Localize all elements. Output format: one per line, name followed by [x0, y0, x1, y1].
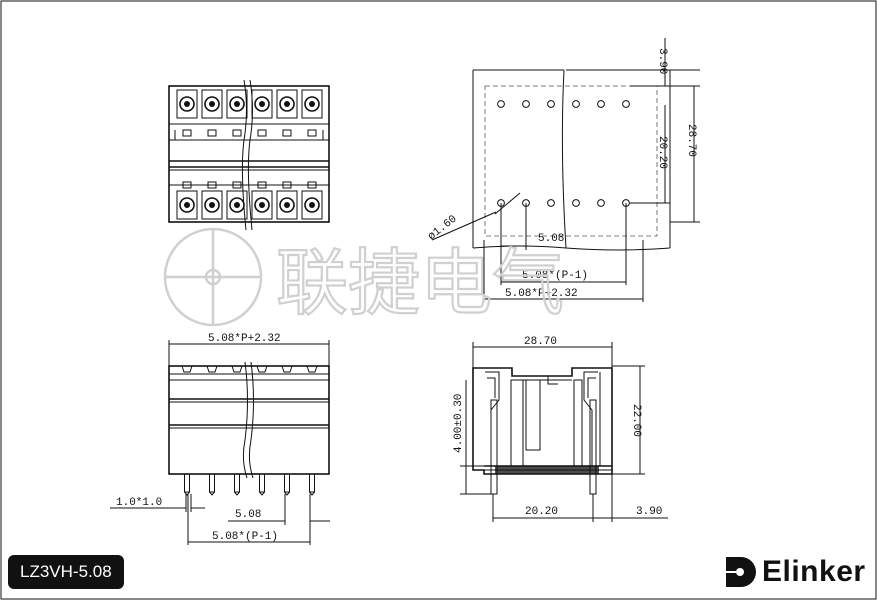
dim-side-offset: 3.90: [636, 506, 662, 518]
screw-housing: [276, 89, 298, 119]
dim-side-row: 20.20: [525, 506, 558, 518]
dim-pin-length: 4.00±0.30: [453, 394, 465, 453]
screw-slot: [234, 101, 240, 107]
screw-housing: [251, 190, 273, 220]
pcb-hole: [522, 100, 530, 108]
screw-head: [254, 197, 270, 213]
dim-pin-size: 1.0*1.0: [116, 497, 162, 509]
pin: [184, 473, 190, 493]
screw-housing: [226, 89, 248, 119]
pcb-hole: [572, 199, 580, 207]
screw-head: [279, 96, 295, 112]
terminal-screws: [176, 89, 323, 220]
front-pins: [184, 473, 315, 496]
dim-overall-height: 28.70: [685, 124, 697, 157]
screw-head: [204, 197, 220, 213]
screw-slot: [259, 101, 265, 107]
screw-housing: [201, 89, 223, 119]
dim-row-spacing: 20.20: [656, 136, 668, 169]
screw-head: [179, 197, 195, 213]
dim-pitch-span: 5.08*(P-1): [522, 270, 588, 282]
brand-name: Elinker: [762, 555, 866, 588]
watermark-text: 联捷电气: [276, 241, 564, 325]
brand-logo: Elinker: [724, 554, 866, 590]
screw-head: [304, 197, 320, 213]
break-line: [241, 79, 247, 231]
dim-top-height: 3.90: [656, 48, 668, 74]
dim-front-pitch-span: 5.08*(P-1): [212, 531, 278, 543]
screw-slot: [284, 202, 290, 208]
screw-housing: [301, 190, 323, 220]
screw-slot: [184, 101, 190, 107]
dim-front-width: 5.08*P+2.32: [208, 333, 281, 345]
pcb-hole: [547, 199, 555, 207]
dim-side-width: 28.70: [524, 336, 557, 348]
screw-slot: [234, 202, 240, 208]
screw-housing: [176, 89, 198, 119]
pin: [209, 473, 215, 493]
screw-head: [254, 96, 270, 112]
screw-slot: [284, 101, 290, 107]
dim-overall-length: 5.08*P+2.32: [505, 288, 578, 300]
side-view: 28.70 22.00 4.00±0.30 20.20 3.90: [453, 336, 668, 522]
pin: [309, 473, 315, 493]
screw-head: [304, 96, 320, 112]
pcb-hole: [597, 100, 605, 108]
screw-head: [204, 96, 220, 112]
screw-head: [179, 96, 195, 112]
screw-slot: [309, 101, 315, 107]
screw-head: [229, 96, 245, 112]
top-view: [168, 79, 330, 231]
pin: [259, 473, 265, 493]
screw-housing: [301, 89, 323, 119]
pcb-hole: [597, 199, 605, 207]
dim-side-height: 22.00: [630, 404, 642, 437]
screw-head: [279, 197, 295, 213]
watermark: 联捷电气: [163, 227, 565, 327]
front-view: 5.08*P+2.32 1.0*1.0 5.08 5.08*(P-1): [110, 333, 330, 545]
pcb-hole: [547, 100, 555, 108]
screw-housing: [226, 190, 248, 220]
pcb-hole: [572, 100, 580, 108]
screw-housing: [201, 190, 223, 220]
dim-front-pitch: 5.08: [235, 509, 261, 521]
screw-slot: [184, 202, 190, 208]
screw-slot: [259, 202, 265, 208]
screw-slot: [309, 202, 315, 208]
screw-slot: [209, 101, 215, 107]
screw-slot: [209, 202, 215, 208]
screw-housing: [276, 190, 298, 220]
dim-pitch: 5.08: [538, 233, 564, 245]
pcb-hole: [497, 100, 505, 108]
pin: [284, 473, 290, 493]
brand-logo-icon: [726, 557, 756, 587]
pcb-hole: [622, 100, 630, 108]
screw-housing: [176, 190, 198, 220]
dim-hole-diameter: ø1.60: [426, 213, 459, 243]
model-badge: LZ3VH-5.08: [8, 555, 124, 589]
pin: [234, 473, 240, 493]
